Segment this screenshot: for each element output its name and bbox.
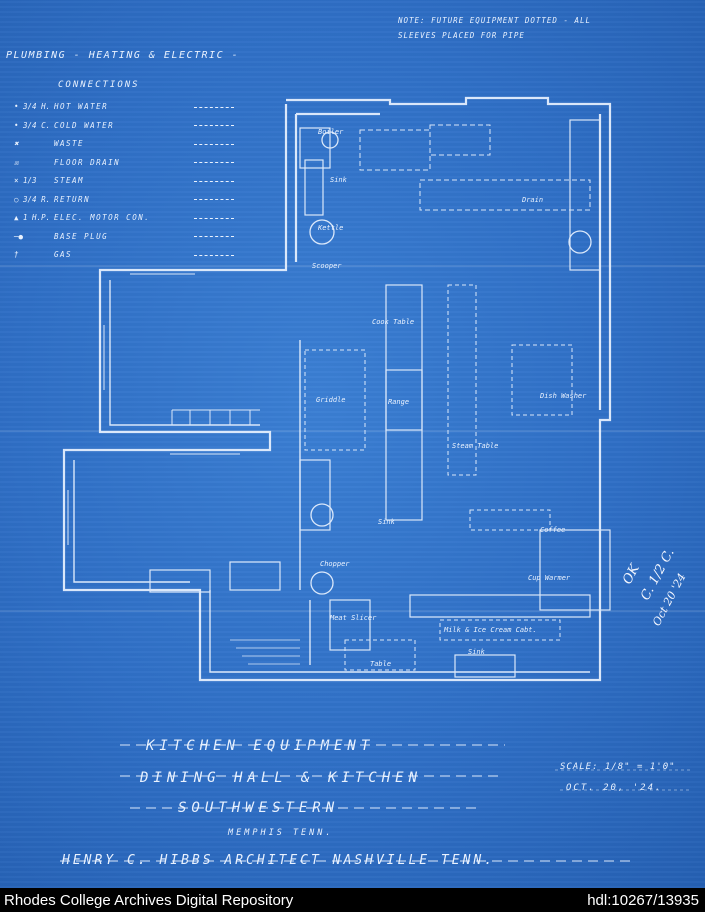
- label-ice-cream: Milk & Ice Cream Cabt.: [444, 626, 537, 634]
- legend-leader-line: [194, 180, 234, 182]
- label-dish-washer: Dish Washer: [540, 392, 587, 400]
- date-note: OCT. 20, '24.: [566, 783, 663, 793]
- scale-note: SCALE: 1/8" = 1'0": [560, 762, 676, 772]
- legend-label: WASTE: [54, 139, 85, 148]
- legend-label: ELEC. MOTOR CON.: [54, 213, 151, 222]
- label-drain: Drain: [522, 196, 544, 204]
- legend-label: STEAM: [54, 176, 85, 185]
- legend-label: GAS: [54, 250, 73, 259]
- legend-symbol: • 3/4 C.: [14, 120, 51, 130]
- legend-symbol: ○ 3/4 R.: [14, 194, 51, 204]
- floor-plan-drawing: [60, 96, 690, 862]
- note-line-1: NOTE: FUTURE EQUIPMENT DOTTED - ALL: [398, 16, 592, 25]
- legend-leader-line: [194, 236, 234, 237]
- label-sink-top: Sink: [330, 176, 347, 184]
- legend-symbol: • 3/4 H.: [14, 102, 51, 111]
- label-meat-slicer: Meat Slicer: [330, 614, 377, 622]
- legend-leader-line: [194, 254, 234, 256]
- legend-leader-line: [194, 106, 234, 108]
- label-boiler: Boiler: [318, 128, 344, 136]
- note-line-2: SLEEVES PLACED FOR PIPE: [398, 31, 525, 40]
- label-sink-mid: Sink: [378, 518, 395, 526]
- fold-crease: [0, 265, 705, 267]
- legend-label: RETURN: [54, 194, 91, 204]
- label-cup-warmer: Cup Warmer: [528, 574, 571, 582]
- legend-item: ✖ WASTE: [14, 139, 234, 148]
- legend-symbol: †: [14, 250, 19, 259]
- label-coffee: Coffee: [540, 526, 566, 534]
- repository-name: Rhodes College Archives Digital Reposito…: [4, 892, 294, 909]
- legend-symbol: ─●: [14, 231, 24, 241]
- title-line-3: SOUTHWESTERN: [178, 800, 340, 816]
- label-range: Range: [388, 398, 410, 406]
- legend-item: • 3/4 H.HOT WATER: [14, 102, 234, 111]
- legend-item: ▲ 1 H.P.ELEC. MOTOR CON.: [14, 213, 234, 222]
- legend-label: HOT WATER: [54, 102, 109, 111]
- legend-symbol: ▲ 1 H.P.: [14, 213, 51, 222]
- legend-label: COLD WATER: [54, 120, 115, 130]
- legend-leader-line: [194, 217, 234, 219]
- label-kettle: Kettle: [318, 224, 344, 232]
- legend-item: ─● BASE PLUG: [14, 232, 234, 241]
- fold-crease: [0, 610, 705, 612]
- blueprint-sheet: NOTE: FUTURE EQUIPMENT DOTTED - ALL SLEE…: [0, 0, 705, 888]
- legend-leader-line: [194, 125, 234, 126]
- legend-item: • 3/4 C.COLD WATER: [14, 121, 234, 130]
- legend-item: † GAS: [14, 250, 234, 259]
- legend-symbol: ✖: [14, 139, 19, 148]
- legend-symbol: ☒: [14, 157, 19, 167]
- title-line-2: DINING HALL & KITCHEN: [140, 770, 423, 786]
- legend-item: ○ 3/4 R.RETURN: [14, 195, 234, 204]
- legend-leader-line: [194, 199, 234, 200]
- legend-leader-line: [194, 143, 234, 145]
- legend-symbol: × 1/3: [14, 176, 37, 185]
- label-sink-bottom: Sink: [468, 648, 485, 656]
- fold-crease: [0, 430, 705, 432]
- title-line-4: MEMPHIS TENN.: [228, 828, 334, 838]
- label-steam-table: Steam Table: [452, 442, 499, 450]
- legend-subtitle: CONNECTIONS: [58, 80, 140, 90]
- legend-item: × 1/3 STEAM: [14, 176, 234, 185]
- legend-title: PLUMBING - HEATING & ELECTRIC -: [6, 50, 240, 61]
- label-griddle: Griddle: [316, 396, 346, 404]
- legend-item: ☒ FLOOR DRAIN: [14, 158, 234, 167]
- legend-leader-line: [194, 162, 234, 163]
- title-line-5: HENRY C. HIBBS ARCHITECT NASHVILLE TENN.: [62, 853, 496, 868]
- label-table: Table: [370, 660, 392, 668]
- title-line-1: KITCHEN EQUIPMENT: [146, 738, 375, 754]
- legend-label: FLOOR DRAIN: [54, 157, 121, 167]
- repository-footer: Rhodes College Archives Digital Reposito…: [0, 888, 705, 912]
- repository-handle: hdl:10267/13935: [587, 892, 699, 909]
- label-chopper: Chopper: [320, 560, 350, 568]
- label-scooper: Scooper: [312, 262, 342, 270]
- legend-label: BASE PLUG: [54, 231, 109, 241]
- label-cook-table: Cook Table: [372, 318, 415, 326]
